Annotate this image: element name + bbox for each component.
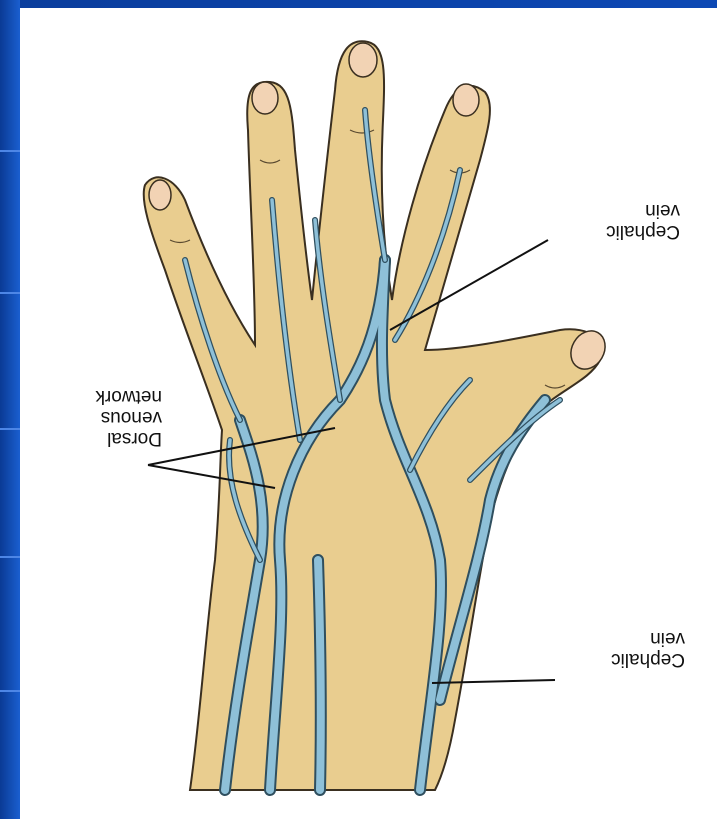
illustration-panel: Cephalic vein Cephalic vein Dorsal venou…	[20, 8, 717, 819]
band-divider	[0, 428, 20, 430]
band-divider	[0, 556, 20, 558]
band-divider	[0, 292, 20, 294]
nail	[349, 43, 377, 77]
left-band	[0, 0, 20, 819]
nail	[149, 180, 171, 210]
nail	[453, 84, 479, 116]
band-divider	[0, 690, 20, 692]
band-divider	[0, 150, 20, 152]
label-cephalic-vein-upper: Cephalic vein	[550, 200, 680, 242]
label-cephalic-vein-lower: Cephalic vein	[555, 628, 685, 670]
nail	[252, 82, 278, 114]
label-dorsal-venous-network: Dorsal venous network	[52, 386, 162, 449]
